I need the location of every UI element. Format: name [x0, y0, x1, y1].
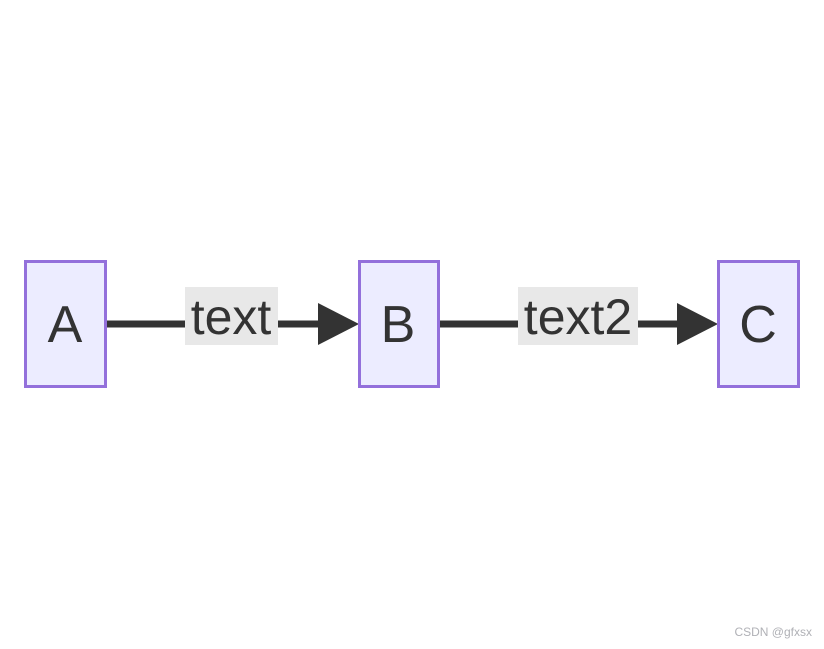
node-c-box [717, 260, 800, 388]
node-b-box [358, 260, 440, 388]
edge-b-c-label-bg [518, 287, 638, 345]
node-a-box [24, 260, 107, 388]
node-c-label: C [739, 296, 777, 354]
edge-a-b-label: text [191, 289, 272, 345]
node-b-label: B [381, 296, 416, 354]
edge-b-c-label: text2 [524, 289, 632, 345]
node-a-label: A [48, 296, 83, 354]
edge-b-c-arrowhead-icon [677, 303, 718, 345]
edge-a-b-arrowhead-icon [318, 303, 359, 345]
edge-a-b-label-bg [185, 287, 278, 345]
watermark-text: CSDN @gfxsx [734, 625, 812, 639]
